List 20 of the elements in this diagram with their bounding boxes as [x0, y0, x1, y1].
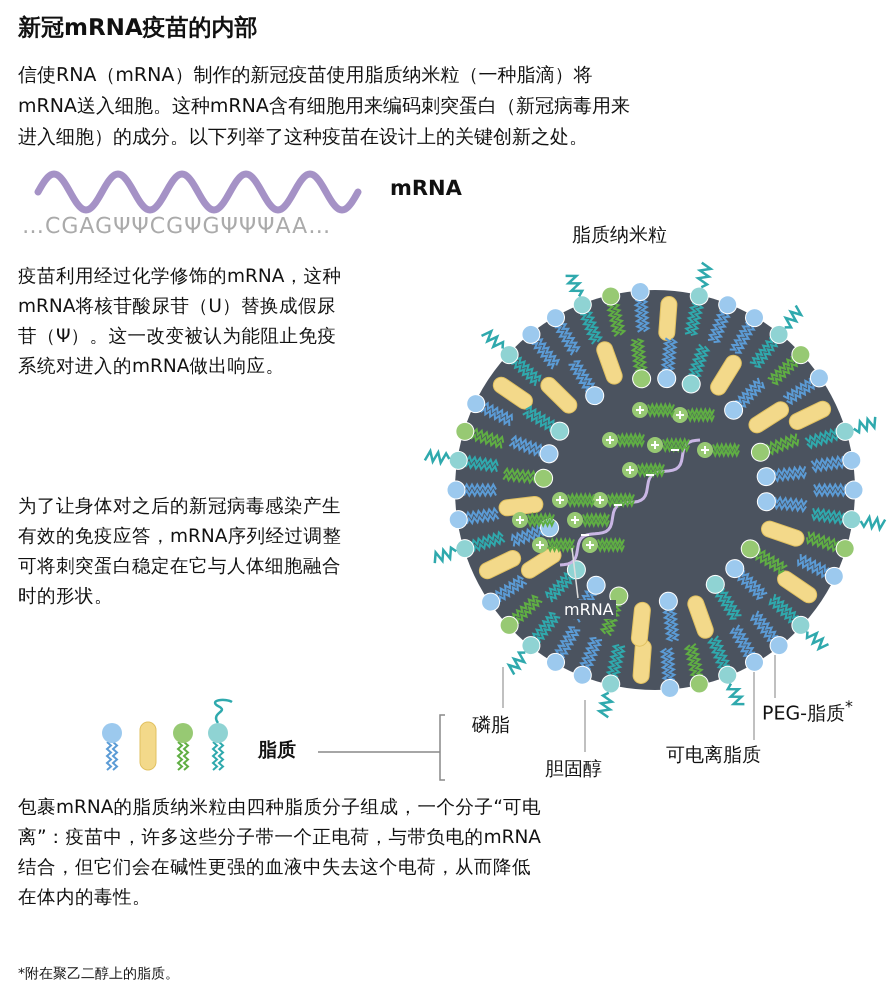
paragraph: 包裹mRNA的脂质纳米粒由四种脂质分子组成，一个分子“可电离”：疫苗中，许多这些分子带一个正电荷，与带负电的mRNA结合，但它们会在碱性更强的血液中失去这个电荷，从而降低在体内的毒性。 — [18, 796, 542, 910]
paragraph: 疫苗利用经过化学修饰的mRNA，这种mRNA将核苷酸尿苷（U）替换成假尿苷（Ψ）。这一改变被认为能阻止免疫系统对进入的mRNA做出响应。 — [18, 265, 342, 379]
callout-label: 胆固醇 — [545, 756, 602, 782]
title: 新冠mRNA疫苗的内部 — [18, 14, 258, 43]
paragraph: 为了让身体对之后的新冠病毒感染产生有效的免疫应答，mRNA序列经过调整可将刺突蛋白稳定在它与人体细胞融合时的形状。 — [18, 495, 342, 609]
leader-line — [571, 548, 579, 598]
leader-line — [584, 700, 586, 752]
leader-line — [774, 655, 776, 698]
sequence-text: …CGAGΨΨCGΨGΨΨΨAA… — [22, 214, 332, 239]
caption: 脂质 — [258, 738, 296, 763]
footnote: *附在聚乙二醇上的脂质。 — [18, 965, 179, 983]
leader-line — [753, 672, 755, 740]
callout-label: 磷脂 — [472, 712, 510, 738]
paragraph: 信使RNA（mRNA）制作的新冠疫苗使用脂质纳米粒（一种脂滴）将mRNA送入细胞。这种mRNA含有细胞用来编码刺突蛋白（新冠病毒用来进入细胞）的成分。以下列举了这种疫苗在设计上的关键创新之处。 — [18, 63, 631, 150]
caption: 脂质纳米粒 — [572, 223, 667, 248]
heading: mRNA — [390, 176, 462, 200]
leader-line — [502, 667, 504, 708]
callout-label: PEG-脂质$^{*}$ — [762, 697, 853, 726]
callout-label: 可电离脂质 — [666, 742, 761, 768]
callout-label: mRNA — [562, 600, 616, 619]
